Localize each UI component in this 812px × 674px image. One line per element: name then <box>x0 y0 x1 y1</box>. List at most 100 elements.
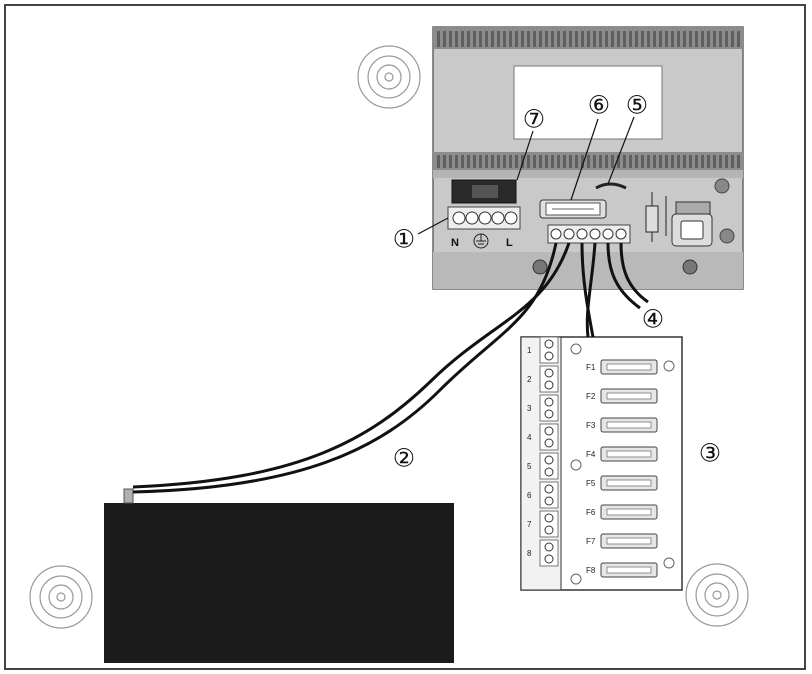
fin <box>623 155 626 168</box>
fin <box>653 155 656 168</box>
fuse-element <box>606 479 652 487</box>
fin <box>635 155 638 168</box>
channel-1: 1 <box>527 336 559 364</box>
cooling-fins-middle <box>437 155 740 168</box>
fin <box>509 31 512 47</box>
callout-7: ⑦ <box>523 105 545 134</box>
fuse-f6: F6 <box>586 504 658 520</box>
terminal-screw <box>544 525 554 535</box>
fin <box>443 155 446 168</box>
fin <box>515 31 518 47</box>
fin <box>611 155 614 168</box>
fuse-element <box>606 566 652 574</box>
fin <box>581 155 584 168</box>
fin <box>443 31 446 47</box>
fin <box>455 155 458 168</box>
fin <box>533 31 536 47</box>
fuse-f5: F5 <box>586 475 658 491</box>
fin <box>647 31 650 47</box>
fin <box>569 155 572 168</box>
fin <box>707 31 710 47</box>
fin <box>731 31 734 47</box>
fin <box>701 31 704 47</box>
fuse-f4: F4 <box>586 446 658 462</box>
fuse-element <box>606 392 652 400</box>
fin <box>437 31 440 47</box>
fin <box>593 31 596 47</box>
fin <box>587 155 590 168</box>
callout-5: ⑤ <box>626 91 648 120</box>
fin <box>659 31 662 47</box>
mounting-hole-top-left <box>357 45 421 109</box>
fuse-element <box>606 363 652 371</box>
callout-2: ② <box>393 444 415 473</box>
fin <box>737 155 740 168</box>
fin <box>575 31 578 47</box>
fin <box>479 31 482 47</box>
fin <box>713 31 716 47</box>
fin <box>737 31 740 47</box>
fin <box>689 31 692 47</box>
fin <box>593 155 596 168</box>
fin <box>689 155 692 168</box>
terminal-label-l: L <box>506 237 513 249</box>
fin <box>569 31 572 47</box>
fin <box>671 31 674 47</box>
channel-terminal <box>539 481 559 509</box>
fin <box>605 155 608 168</box>
fuse-label: F2 <box>586 392 596 401</box>
channel-number: 6 <box>527 491 532 500</box>
fin <box>539 31 542 47</box>
channel-terminal <box>539 365 559 393</box>
fin <box>731 155 734 168</box>
fin <box>629 31 632 47</box>
channel-number: 1 <box>527 346 532 355</box>
fin <box>473 155 476 168</box>
fin <box>581 31 584 47</box>
fin <box>683 31 686 47</box>
fin <box>509 155 512 168</box>
channel-3: 3 <box>527 394 559 422</box>
fuse-f8: F8 <box>586 562 658 578</box>
fin <box>677 155 680 168</box>
fin <box>545 155 548 168</box>
battery-fuse <box>539 199 607 219</box>
fin <box>659 155 662 168</box>
channel-5: 5 <box>527 452 559 480</box>
callout-1: ① <box>393 225 415 254</box>
fuse-label: F1 <box>586 363 596 372</box>
mounting-screw-top-right <box>714 178 730 194</box>
fin <box>461 155 464 168</box>
fin <box>527 31 530 47</box>
fin <box>653 31 656 47</box>
fin <box>437 155 440 168</box>
fin <box>647 155 650 168</box>
fin <box>629 155 632 168</box>
fin <box>473 31 476 47</box>
battery-terminal <box>123 488 134 504</box>
channel-7: 7 <box>527 510 559 538</box>
terminal-screw <box>544 397 554 407</box>
output-terminal-block <box>547 224 631 244</box>
fuse-f2: F2 <box>586 388 658 404</box>
fin <box>533 155 536 168</box>
fuse-f1: F1 <box>586 359 658 375</box>
fin <box>497 31 500 47</box>
battery <box>104 488 454 663</box>
terminal-screw <box>544 438 554 448</box>
mounting-hole-bottom-right <box>685 563 749 627</box>
fuse-element <box>606 421 652 429</box>
callout-6: ⑥ <box>588 91 610 120</box>
earth-symbol-icon <box>473 233 489 249</box>
fuse-element <box>606 450 652 458</box>
fin <box>611 31 614 47</box>
fin <box>515 155 518 168</box>
fin <box>683 155 686 168</box>
fin <box>503 31 506 47</box>
fin <box>635 31 638 47</box>
fin <box>479 155 482 168</box>
fuse-f3: F3 <box>586 417 658 433</box>
channel-terminal <box>539 539 559 567</box>
